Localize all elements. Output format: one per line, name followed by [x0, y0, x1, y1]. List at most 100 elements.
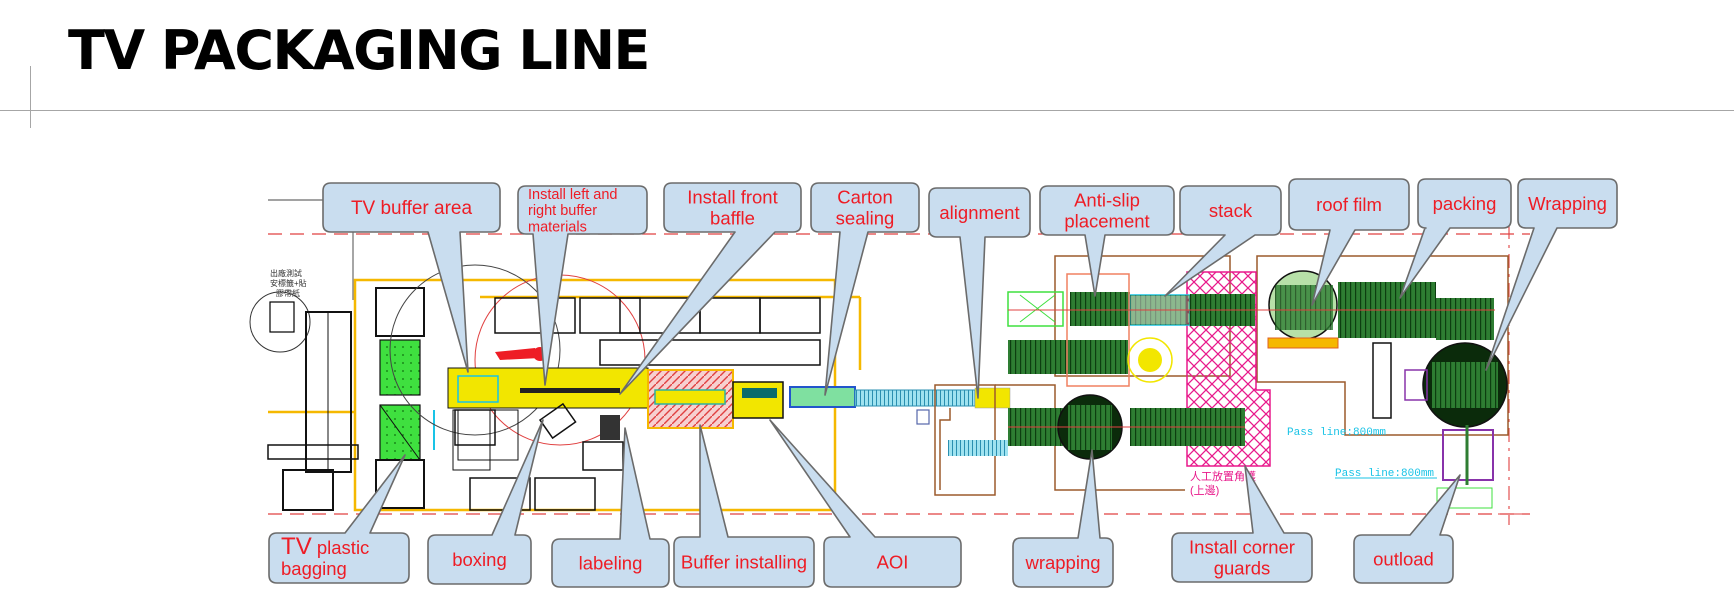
wrapper-right-drive — [1404, 369, 1428, 401]
callout-label: Install front — [687, 187, 778, 208]
callout-outload: outload — [1353, 474, 1461, 584]
callout-shape — [810, 182, 920, 396]
labeling-unit — [600, 415, 620, 440]
corner-guard-note: 人工放置角護 — [1190, 469, 1256, 483]
callout-shape — [1399, 178, 1512, 299]
callout-label: materials — [528, 219, 587, 235]
machine-block — [454, 409, 496, 446]
callout-shape — [268, 454, 410, 584]
wall-alignment — [939, 408, 951, 490]
callout-shape — [1288, 178, 1410, 306]
roof-film-conveyor — [1275, 285, 1333, 330]
transfer-conveyor — [854, 389, 976, 407]
station-note: 出廠測試 — [270, 268, 302, 278]
carton-storage — [469, 477, 531, 511]
boxing-machine — [452, 409, 491, 471]
callout-label: TV plastic — [281, 533, 369, 560]
cad-layout: 出廠測試 安標籤+貼 膠帶紙 — [249, 199, 1530, 525]
packing-room — [1256, 255, 1509, 436]
callout-label: roof film — [1316, 194, 1382, 215]
packing-conveyor-2 — [1436, 298, 1494, 340]
packing-column — [1372, 342, 1392, 419]
callout-shape — [769, 419, 962, 588]
infeed-platform — [1007, 291, 1064, 327]
buffer-install-conveyor — [654, 389, 726, 405]
callout-labeling: labeling — [551, 427, 670, 588]
station-circle — [249, 291, 311, 353]
callout-packing: packing — [1399, 178, 1512, 299]
carton-storage — [534, 477, 596, 511]
callout-label: packing — [1433, 193, 1497, 214]
callout-label: Install left and — [528, 187, 617, 203]
callout-roof-film: roof film — [1288, 178, 1410, 306]
callout-label: AOI — [877, 551, 909, 572]
callout-label: outload — [1373, 548, 1434, 569]
callout-label: labeling — [579, 552, 643, 573]
callout-label-emphasis: TV — [281, 533, 312, 560]
callout-label: Install corner — [1189, 537, 1295, 558]
callout-shape — [928, 187, 1031, 399]
robot-arm — [495, 348, 540, 360]
bagging-diagonal — [379, 404, 421, 461]
callout-shape — [619, 182, 802, 395]
callout-wrapping-top: Wrapping — [1485, 178, 1618, 371]
robot-yellow-core — [1138, 348, 1162, 372]
callout-aoi: AOI — [769, 419, 962, 588]
wrapper-right-conveyor — [1432, 362, 1498, 408]
corner-guard-note: (上邊) — [1190, 483, 1219, 497]
title-divider — [0, 110, 1734, 111]
callout-label: right buffer — [528, 203, 597, 219]
callout-label-rest: plastic — [312, 537, 370, 558]
infeed-platform-cross — [1019, 294, 1056, 323]
pass-line-label: Pass line:800mm — [1287, 427, 1386, 439]
station-note: 安標籤+貼 — [270, 278, 307, 288]
alignment-rollers — [948, 440, 1008, 456]
callout-shape — [551, 427, 670, 588]
outload-platform — [1436, 487, 1493, 509]
callout-label: boxing — [452, 549, 507, 570]
cart — [282, 469, 334, 511]
callout-shape — [517, 185, 648, 386]
callout-label: wrapping — [1024, 552, 1100, 573]
buffer-conveyor-right — [1008, 340, 1068, 374]
callout-shape — [1485, 178, 1618, 371]
callout-shape — [1039, 185, 1175, 297]
buffer-conveyor-right-2 — [1068, 340, 1128, 374]
callout-shape — [322, 182, 501, 373]
alignment-conveyor — [974, 387, 1011, 409]
robot-reach-circle — [389, 264, 561, 436]
conveyor-anti-slip — [1070, 292, 1130, 326]
bagging-unit-upper — [379, 339, 421, 396]
label-printer — [582, 441, 624, 471]
callout-shape — [673, 424, 815, 588]
callout-shape — [1164, 185, 1282, 297]
buffer-rail — [520, 388, 620, 393]
callout-boxing: boxing — [427, 419, 544, 585]
callout-label: Anti-slip — [1074, 190, 1140, 211]
bagging-frame-top — [375, 287, 425, 337]
callout-wrapping-bottom: wrapping — [1012, 449, 1114, 588]
callout-stack: stack — [1164, 185, 1282, 297]
conveyor-sensor — [457, 375, 499, 403]
station-note: 膠帶紙 — [276, 288, 300, 298]
callout-label: sealing — [836, 207, 895, 228]
callout-shape — [427, 419, 544, 585]
callout-label: Buffer installing — [681, 551, 807, 572]
callout-alignment: alignment — [928, 187, 1031, 399]
control-box — [916, 409, 930, 425]
callout-shape — [1353, 474, 1461, 584]
storage-racks-top — [494, 297, 821, 366]
callout-label: alignment — [939, 202, 1019, 223]
callout-label: Carton — [837, 187, 893, 208]
callout-label: guards — [1214, 557, 1271, 578]
callout-label: baffle — [710, 207, 755, 228]
callout-label: bagging — [281, 558, 347, 579]
callout-label: stack — [1209, 200, 1253, 221]
bagging-frame-bottom — [375, 459, 425, 509]
